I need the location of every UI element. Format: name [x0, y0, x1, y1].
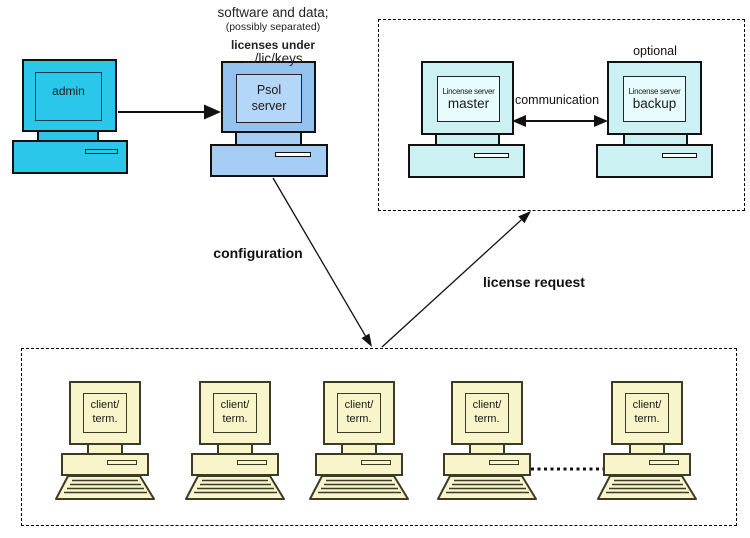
client-monitor: client/ term.: [199, 381, 271, 445]
client-disk-slot: [361, 460, 391, 465]
admin-to-psol-arrow: [118, 104, 221, 120]
annotation-possibly-separated: (possibly separated): [225, 21, 321, 33]
client-keyboard-icon: [437, 475, 537, 500]
configuration-arrow: [272, 177, 372, 347]
psol-system-unit: [210, 144, 328, 177]
client-monitor: client/ term.: [323, 381, 395, 445]
client-disk-slot: [649, 460, 679, 465]
psol-server-computer: Psol server: [210, 61, 328, 178]
client-system-unit: [191, 453, 279, 476]
license-server-group-box: [378, 19, 745, 211]
client-monitor: client/ term.: [611, 381, 683, 445]
license-request-label: license request: [483, 274, 585, 290]
master-monitor: Lincense server master: [421, 61, 514, 135]
backup-system-unit: [596, 144, 713, 178]
admin-system-unit: [12, 140, 128, 174]
client-screen: client/ term.: [625, 393, 669, 433]
client-computer-3: client/ term.: [307, 381, 411, 503]
client-computer-1: client/ term.: [53, 381, 157, 503]
client-keyboard-icon: [185, 475, 285, 500]
client-monitor-stand: [87, 445, 123, 453]
backup-label-line2: backup: [632, 96, 677, 111]
client-label-line1: client/: [220, 399, 250, 412]
psol-label-line1: Psol: [256, 82, 282, 97]
master-screen: Lincense server master: [437, 76, 500, 122]
client-monitor-stand: [341, 445, 377, 453]
annotation-licenses-under: licenses under: [230, 38, 316, 52]
master-label-line1: Lincense server: [442, 87, 495, 96]
client-keyboard-icon: [597, 475, 697, 500]
master-disk-slot: [474, 153, 509, 158]
client-keyboard-icon: [309, 475, 409, 500]
client-label-line2: term.: [222, 413, 248, 425]
client-keyboard-icon: [55, 475, 155, 500]
client-monitor-stand: [629, 445, 665, 453]
admin-screen: admin: [35, 72, 102, 121]
license-server-master-computer: Lincense server master: [408, 61, 525, 179]
client-label-line1: client/: [472, 399, 502, 412]
backup-monitor-stand: [623, 135, 688, 144]
psol-screen: Psol server: [236, 74, 302, 123]
annotation-software-and-data: software and data;: [217, 5, 329, 20]
client-screen: client/ term.: [83, 393, 127, 433]
client-label-line2: term.: [634, 413, 660, 425]
client-system-unit: [61, 453, 149, 476]
backup-disk-slot: [662, 153, 697, 158]
client-disk-slot: [237, 460, 267, 465]
client-monitor-stand: [469, 445, 505, 453]
admin-monitor: admin: [22, 59, 117, 132]
license-server-backup-computer: Lincense server backup: [596, 61, 713, 179]
client-disk-slot: [489, 460, 519, 465]
client-group-box: [21, 348, 737, 526]
psol-monitor-stand: [235, 133, 302, 145]
master-system-unit: [408, 144, 525, 178]
admin-label: admin: [52, 84, 85, 98]
client-label-line2: term.: [474, 413, 500, 425]
psol-disk-slot: [275, 152, 311, 157]
client-label-line2: term.: [92, 413, 118, 425]
psol-label-line2: server: [251, 98, 287, 113]
client-system-unit: [443, 453, 531, 476]
backup-monitor: Lincense server backup: [607, 61, 702, 135]
master-label-line2: master: [447, 96, 490, 111]
client-monitor-stand: [217, 445, 253, 453]
client-computer-2: client/ term.: [183, 381, 287, 503]
psol-monitor: Psol server: [221, 61, 316, 133]
client-label-line2: term.: [346, 413, 372, 425]
communication-label: communication: [514, 93, 600, 107]
client-computer-4: client/ term.: [435, 381, 539, 503]
client-screen: client/ term.: [337, 393, 381, 433]
configuration-label: configuration: [213, 245, 303, 261]
annotation-lic-keys-path: .../lic/keys: [243, 51, 303, 66]
backup-label-line1: Lincense server: [628, 87, 681, 96]
client-disk-slot: [107, 460, 137, 465]
client-screen: client/ term.: [465, 393, 509, 433]
client-system-unit: [315, 453, 403, 476]
admin-monitor-stand: [37, 132, 99, 140]
client-label-line1: client/: [632, 399, 662, 412]
client-label-line1: client/: [90, 399, 120, 412]
optional-label: optional: [633, 44, 677, 58]
backup-screen: Lincense server backup: [623, 76, 686, 122]
admin-disk-slot: [85, 149, 118, 154]
psol-annotation: software and data; (possibly separated) …: [180, 5, 366, 66]
client-computer-5: client/ term.: [595, 381, 699, 503]
client-label-line1: client/: [344, 399, 374, 412]
client-monitor: client/ term.: [451, 381, 523, 445]
client-monitor: client/ term.: [69, 381, 141, 445]
client-system-unit: [603, 453, 691, 476]
admin-computer: admin: [12, 59, 128, 175]
client-screen: client/ term.: [213, 393, 257, 433]
master-monitor-stand: [435, 135, 500, 144]
